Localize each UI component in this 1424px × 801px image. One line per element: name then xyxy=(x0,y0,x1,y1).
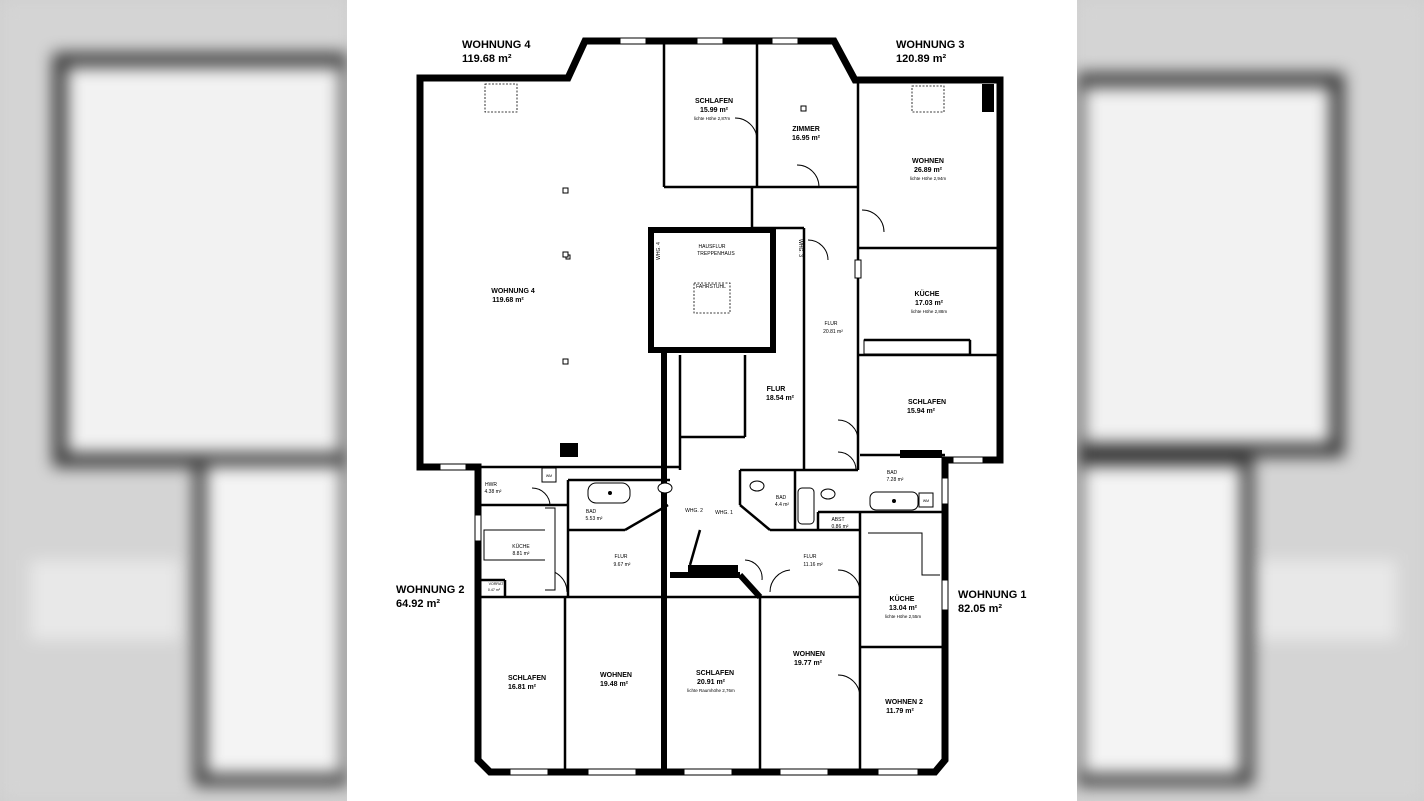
room-area: 18.54 m² xyxy=(766,395,795,402)
room-area: 9.67 m² xyxy=(614,562,631,568)
room-name: ABST xyxy=(831,517,844,523)
room-area: 8.81 m² xyxy=(513,551,530,557)
wall-block-3 xyxy=(688,565,738,575)
room-note: lichte Höhe 2,55m xyxy=(885,614,922,619)
apartment-area-w1: 82.05 m² xyxy=(958,603,1002,615)
room-area: 0.86 m² xyxy=(832,524,849,530)
room-name: FAHRSTUHL xyxy=(696,284,726,290)
room-area: 4.4 m² xyxy=(775,502,790,508)
room-area: 15.99 m² xyxy=(700,107,729,114)
windows xyxy=(439,37,984,776)
room-area: 26.89 m² xyxy=(914,167,943,174)
shower-w1 xyxy=(797,487,815,525)
room-name: KÜCHE xyxy=(890,594,915,603)
room-area: 20.91 m² xyxy=(697,679,726,686)
room-name: SCHLAFEN xyxy=(508,675,546,682)
door-tag-whg4: WHG. 4 xyxy=(656,242,662,260)
room-name: FLUR xyxy=(803,554,816,560)
room-note: lichte Höhe 2,94m xyxy=(910,176,947,181)
room-area: 7.28 m² xyxy=(887,477,904,483)
room-name: KÜCHE xyxy=(512,543,530,550)
wall-block xyxy=(900,450,942,458)
room-name: SCHLAFEN xyxy=(695,98,733,105)
apartment-title-w3: WOHNUNG 3 xyxy=(896,39,964,51)
room-note: lichte Höhe 2,87m xyxy=(694,116,731,121)
apartment-area-w4: 119.68 m² xyxy=(462,53,512,65)
room-name: BAD xyxy=(887,470,898,476)
fixture-label-wm: WM xyxy=(923,499,929,503)
room-name: WOHNEN xyxy=(793,651,825,658)
room-name: ZIMMER xyxy=(792,126,820,133)
room-name: WOHNEN 2 xyxy=(885,699,923,706)
room-area: 119.68 m² xyxy=(492,297,524,304)
toilet-w2 xyxy=(657,482,673,494)
door-swings xyxy=(531,117,885,698)
room-area: 0.47 m² xyxy=(488,588,501,592)
chimney xyxy=(560,443,578,457)
room-area: 13.04 m² xyxy=(889,605,918,612)
room-name: HAUSFLUR xyxy=(699,244,726,250)
toilet-w1 xyxy=(749,480,765,492)
apartment-title-w1: WOHNUNG 1 xyxy=(958,589,1026,601)
room-area: 16.81 m² xyxy=(508,684,537,691)
room-name: VORRAT xyxy=(489,582,505,586)
room-name: HWR xyxy=(485,482,497,488)
room-name: FLUR xyxy=(614,554,627,560)
room-note: lichte Höhe 2,88m xyxy=(911,309,948,314)
room-area: 16.95 m² xyxy=(792,135,821,142)
dashed-outlines xyxy=(484,83,945,314)
kitchen-counters xyxy=(545,339,971,591)
door-tag-whg1: WHG. 1 xyxy=(715,510,733,516)
room-name-2: TREPPENHAUS xyxy=(697,251,735,257)
room-name: BAD xyxy=(586,509,597,515)
door-tag-whg2: WHG. 2 xyxy=(685,508,703,514)
room-area: 15.94 m² xyxy=(907,408,936,415)
room-area: 19.48 m² xyxy=(600,681,629,688)
room-name: WOHNEN xyxy=(600,672,632,679)
room-name: SCHLAFEN xyxy=(908,399,946,406)
room-area: 4.38 m² xyxy=(485,489,502,495)
toilet-w3 xyxy=(820,488,836,500)
room-labels: WOHNUNG 4 119.68 m² SCHLAFEN 15.99 m² li… xyxy=(485,98,948,715)
fixture-label-wm: WM xyxy=(546,474,552,478)
apartment-headings: WOHNUNG 4 119.68 m² WOHNUNG 3 120.89 m² … xyxy=(396,39,1026,615)
room-area: 11.16 m² xyxy=(803,562,823,568)
room-area: 11.79 m² xyxy=(886,708,914,715)
room-name: WOHNEN xyxy=(912,158,944,165)
floor-plan-drawing: WOHNUNG 4 119.68 m² WOHNUNG 3 120.89 m² … xyxy=(396,37,1026,776)
room-area: 17.03 m² xyxy=(915,300,944,307)
room-name: FLUR xyxy=(824,321,837,327)
room-name: FLUR xyxy=(767,386,786,393)
interior-walls xyxy=(478,41,1000,772)
floor-plan: WOHNUNG 4 119.68 m² WOHNUNG 3 120.89 m² … xyxy=(347,0,1077,801)
room-area: 19.77 m² xyxy=(794,660,823,667)
exterior-walls xyxy=(416,37,1004,776)
door-tag-whg3: WHG. 3 xyxy=(797,239,803,257)
blurred-backdrop-right xyxy=(1077,0,1424,801)
apartment-area-w3: 120.89 m² xyxy=(896,53,946,65)
apartment-title-w2: WOHNUNG 2 xyxy=(396,584,464,596)
apartment-title-w4: WOHNUNG 4 xyxy=(462,39,531,51)
room-name: KÜCHE xyxy=(915,289,940,298)
apartment-area-w2: 64.92 m² xyxy=(396,598,440,610)
room-name: BAD xyxy=(776,495,787,501)
wall-block-2 xyxy=(982,84,994,112)
room-area: 20.81 m² xyxy=(823,329,843,335)
room-name: SCHLAFEN xyxy=(696,670,734,677)
room-area: 5.53 m² xyxy=(586,516,603,522)
fixtures xyxy=(483,105,934,561)
blurred-backdrop-left xyxy=(0,0,347,801)
room-note: lichte Raumhöhe 2,76m xyxy=(687,688,735,693)
room-name: WOHNUNG 4 xyxy=(491,288,535,295)
core-walls xyxy=(648,227,776,772)
